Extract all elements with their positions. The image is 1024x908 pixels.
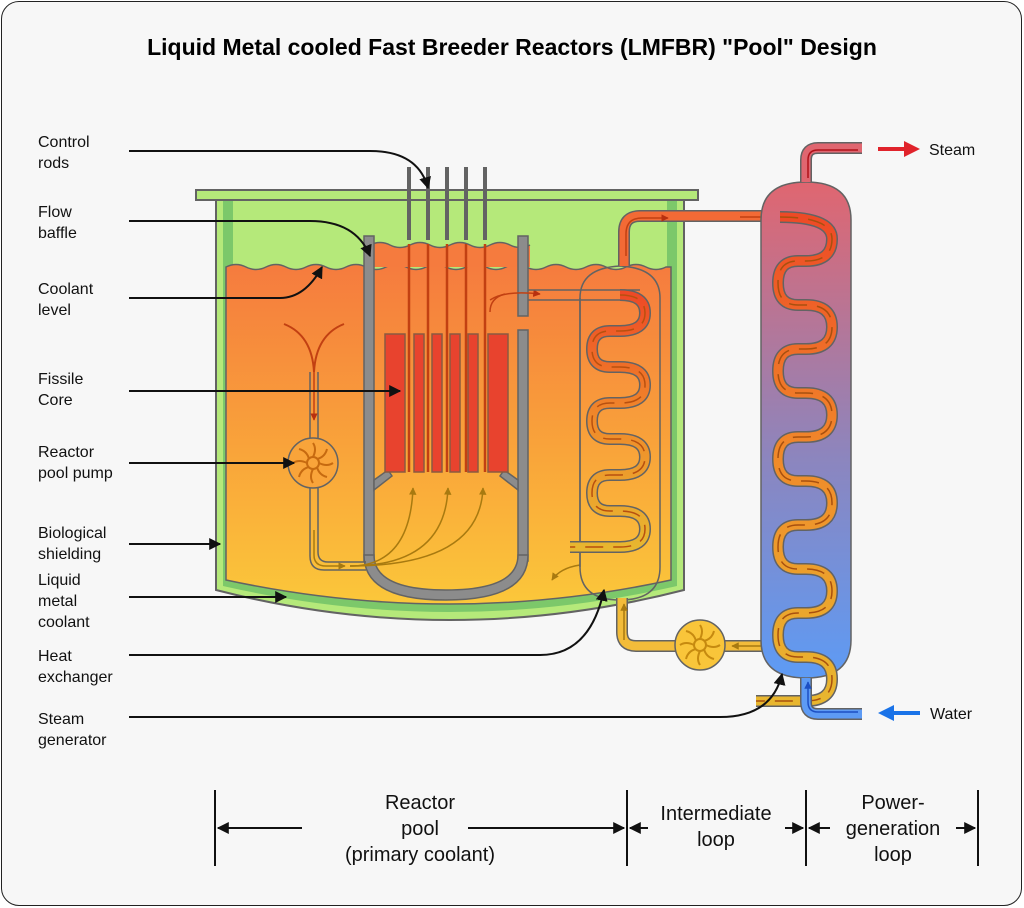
callout-coolant-level: Coolant level xyxy=(38,265,323,319)
diagram-title: Liquid Metal cooled Fast Breeder Reactor… xyxy=(147,34,877,60)
svg-text:(primary coolant): (primary coolant) xyxy=(345,844,495,866)
svg-text:generation: generation xyxy=(846,818,941,840)
svg-text:pool pump: pool pump xyxy=(38,465,113,482)
section-dividers xyxy=(214,790,979,866)
reactor-pool-pump xyxy=(287,437,339,489)
cool-flow-arrow xyxy=(551,564,581,581)
svg-text:Fissile: Fissile xyxy=(38,371,83,388)
svg-text:loop: loop xyxy=(697,829,735,851)
svg-text:Reactor: Reactor xyxy=(385,792,455,814)
svg-text:generator: generator xyxy=(38,732,107,749)
svg-text:Power-: Power- xyxy=(861,792,924,814)
steam-generator xyxy=(756,142,862,720)
svg-text:Liquid: Liquid xyxy=(38,572,81,589)
svg-text:pool: pool xyxy=(401,818,439,840)
steam-output-arrow xyxy=(878,141,920,157)
callout-flow-baffle: Flow baffle xyxy=(38,204,372,258)
svg-text:Flow: Flow xyxy=(38,204,72,221)
section-power-generation-loop: Power- generation loop xyxy=(846,792,941,866)
callout-fissile-core: Fissile Core xyxy=(38,371,402,409)
svg-text:Reactor: Reactor xyxy=(38,444,95,461)
fissile-core xyxy=(384,333,509,473)
svg-text:Coolant: Coolant xyxy=(38,281,94,298)
svg-text:Intermediate: Intermediate xyxy=(660,803,771,825)
svg-text:exchanger: exchanger xyxy=(38,669,113,686)
section-reactor-pool: Reactor pool (primary coolant) xyxy=(345,792,495,866)
svg-text:Core: Core xyxy=(38,392,73,409)
callout-liquid-metal-coolant: Liquid metal coolant xyxy=(38,572,288,631)
label-line: Control xyxy=(38,134,90,151)
steam-label: Steam xyxy=(929,142,975,159)
water-label: Water xyxy=(930,706,973,723)
svg-text:metal: metal xyxy=(38,593,77,610)
label-line: rods xyxy=(38,155,69,172)
control-rods xyxy=(407,167,487,472)
svg-text:Steam: Steam xyxy=(38,711,84,728)
hot-flow-arrow xyxy=(489,289,541,301)
pump-pipe xyxy=(283,323,366,571)
callout-control-rods: Control rods xyxy=(38,134,431,190)
flow-baffle xyxy=(363,235,529,601)
heat-exchanger xyxy=(528,265,661,601)
svg-text:shielding: shielding xyxy=(38,546,101,563)
svg-text:level: level xyxy=(38,302,71,319)
svg-text:Control: Control xyxy=(38,134,90,151)
core-flow-arrows xyxy=(349,487,487,567)
callout-steam-generator: Steam generator xyxy=(38,672,786,749)
svg-text:Heat: Heat xyxy=(38,648,72,665)
section-intermediate-loop: Intermediate loop xyxy=(660,803,771,851)
svg-text:coolant: coolant xyxy=(38,614,90,631)
svg-text:rods: rods xyxy=(38,155,69,172)
intermediate-pump xyxy=(674,619,726,671)
intermediate-hot-pipe xyxy=(618,210,780,266)
svg-text:baffle: baffle xyxy=(38,225,77,242)
svg-text:loop: loop xyxy=(874,844,912,866)
callout-heat-exchanger: Heat exchanger xyxy=(38,588,608,686)
callout-biological-shielding: Biological shielding xyxy=(38,525,222,563)
water-input-arrow xyxy=(878,705,920,721)
callout-reactor-pool-pump: Reactor pool pump xyxy=(38,444,296,482)
svg-text:Biological: Biological xyxy=(38,525,106,542)
